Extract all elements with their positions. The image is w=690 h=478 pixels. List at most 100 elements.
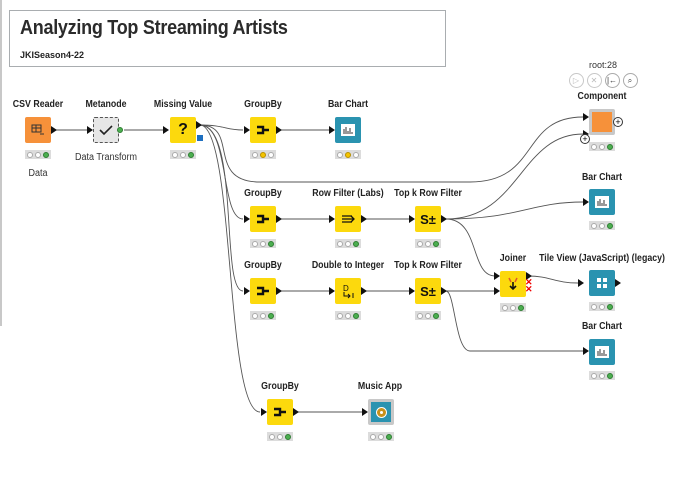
node-label: Bar Chart bbox=[581, 172, 623, 183]
node-label: Row Filter (Labs) bbox=[312, 188, 384, 199]
add-port-icon[interactable]: + bbox=[580, 134, 590, 144]
status-indicator bbox=[250, 239, 276, 248]
canvas-left-border bbox=[0, 0, 2, 326]
zoom-icon[interactable]: ⌕ bbox=[622, 73, 638, 88]
output-port[interactable] bbox=[196, 121, 202, 129]
annotation-title: Analyzing Top Streaming Artists bbox=[20, 17, 288, 39]
table-reader-icon[interactable] bbox=[25, 117, 51, 143]
workflow-annotation[interactable]: Analyzing Top Streaming Artists JKISeaso… bbox=[9, 10, 446, 67]
input-port[interactable] bbox=[87, 126, 93, 134]
output-port[interactable] bbox=[51, 126, 57, 134]
status-indicator bbox=[415, 239, 441, 248]
connection bbox=[199, 116, 584, 183]
groupby-icon[interactable] bbox=[250, 206, 276, 232]
node-label: GroupBy bbox=[244, 260, 282, 271]
output-port[interactable] bbox=[293, 408, 299, 416]
input-port[interactable] bbox=[244, 215, 250, 223]
output-port[interactable] bbox=[276, 126, 282, 134]
music-app-component-icon[interactable] bbox=[368, 399, 394, 425]
connection bbox=[199, 124, 261, 413]
cancel-icon[interactable]: ✕ bbox=[586, 73, 602, 88]
row-filter-icon[interactable] bbox=[335, 206, 361, 232]
node-annotation: Data Transform bbox=[74, 152, 138, 163]
annotation-subtitle: JKISeason4-22 bbox=[20, 50, 85, 60]
status-indicator bbox=[500, 303, 526, 312]
inactive-port-icon[interactable]: ✕✕ bbox=[525, 277, 533, 294]
node-label: Tile View (JavaScript) (legacy) bbox=[539, 253, 665, 264]
input-port[interactable] bbox=[244, 126, 250, 134]
bar-chart-icon[interactable] bbox=[589, 339, 615, 365]
input-port[interactable] bbox=[163, 126, 169, 134]
connection bbox=[445, 218, 496, 277]
status-indicator bbox=[267, 432, 293, 441]
output-port[interactable] bbox=[276, 215, 282, 223]
groupby-icon[interactable] bbox=[250, 278, 276, 304]
input-port[interactable] bbox=[409, 287, 415, 295]
status-indicator bbox=[170, 150, 196, 159]
output-port[interactable] bbox=[361, 287, 367, 295]
node-label: Joiner bbox=[499, 253, 527, 264]
input-port[interactable] bbox=[329, 126, 335, 134]
status-indicator bbox=[589, 302, 615, 311]
component-action-toolbar: root:28 ▷ ✕ |← ⌕ bbox=[562, 60, 644, 88]
input-port[interactable] bbox=[409, 215, 415, 223]
status-indicator bbox=[589, 142, 615, 151]
status-indicator bbox=[250, 311, 276, 320]
groupby-icon[interactable] bbox=[250, 117, 276, 143]
connection bbox=[199, 124, 244, 292]
flow-variable-port[interactable] bbox=[197, 135, 203, 141]
input-port[interactable] bbox=[244, 287, 250, 295]
status-indicator bbox=[415, 311, 441, 320]
output-port[interactable] bbox=[276, 287, 282, 295]
connection bbox=[445, 290, 583, 352]
input-port[interactable] bbox=[329, 215, 335, 223]
joiner-icon[interactable] bbox=[500, 271, 526, 297]
input-port[interactable] bbox=[362, 408, 368, 416]
component-id-label: root:28 bbox=[588, 60, 618, 70]
svg-text:D: D bbox=[343, 284, 349, 293]
bar-chart-icon[interactable] bbox=[335, 117, 361, 143]
node-label: GroupBy bbox=[244, 188, 282, 199]
output-port[interactable] bbox=[441, 215, 447, 223]
status-indicator bbox=[250, 150, 276, 159]
status-indicator bbox=[335, 239, 361, 248]
output-port[interactable] bbox=[526, 272, 532, 280]
input-port[interactable] bbox=[261, 408, 267, 416]
input-port[interactable] bbox=[583, 347, 589, 355]
tile-view-icon[interactable] bbox=[589, 270, 615, 296]
node-label: Double to Integer bbox=[311, 260, 385, 271]
checkmark-icon[interactable] bbox=[93, 117, 119, 143]
node-label: GroupBy bbox=[261, 381, 299, 392]
add-port-icon[interactable]: + bbox=[613, 117, 623, 127]
topk-icon[interactable]: S± bbox=[415, 206, 441, 232]
input-port[interactable] bbox=[583, 113, 589, 121]
bar-chart-icon[interactable] bbox=[589, 189, 615, 215]
metanode-port-dot[interactable] bbox=[117, 127, 123, 133]
input-port[interactable] bbox=[494, 287, 500, 295]
input-port[interactable] bbox=[583, 198, 589, 206]
question-mark-icon[interactable]: ? bbox=[170, 117, 196, 143]
node-label: Top k Row Filter bbox=[394, 260, 462, 271]
node-label: GroupBy bbox=[244, 99, 282, 110]
status-indicator bbox=[25, 150, 51, 159]
output-port[interactable] bbox=[615, 279, 621, 287]
component-icon[interactable] bbox=[589, 109, 615, 135]
input-port[interactable] bbox=[329, 287, 335, 295]
double-to-integer-icon[interactable]: D bbox=[335, 278, 361, 304]
topk-icon[interactable]: S± bbox=[415, 278, 441, 304]
output-port[interactable] bbox=[361, 215, 367, 223]
input-port[interactable] bbox=[494, 272, 500, 280]
input-port[interactable] bbox=[578, 279, 584, 287]
execute-icon[interactable]: ▷ bbox=[568, 73, 584, 88]
node-label: Music App bbox=[357, 381, 403, 392]
node-label: Metanode bbox=[85, 99, 127, 110]
status-indicator bbox=[589, 221, 615, 230]
reset-icon[interactable]: |← bbox=[604, 73, 620, 88]
connection bbox=[199, 124, 244, 220]
status-indicator bbox=[589, 371, 615, 380]
node-label: Component bbox=[577, 91, 627, 102]
groupby-icon[interactable] bbox=[267, 399, 293, 425]
status-indicator bbox=[335, 311, 361, 320]
node-label: Missing Value bbox=[153, 99, 213, 110]
output-port[interactable] bbox=[441, 287, 447, 295]
